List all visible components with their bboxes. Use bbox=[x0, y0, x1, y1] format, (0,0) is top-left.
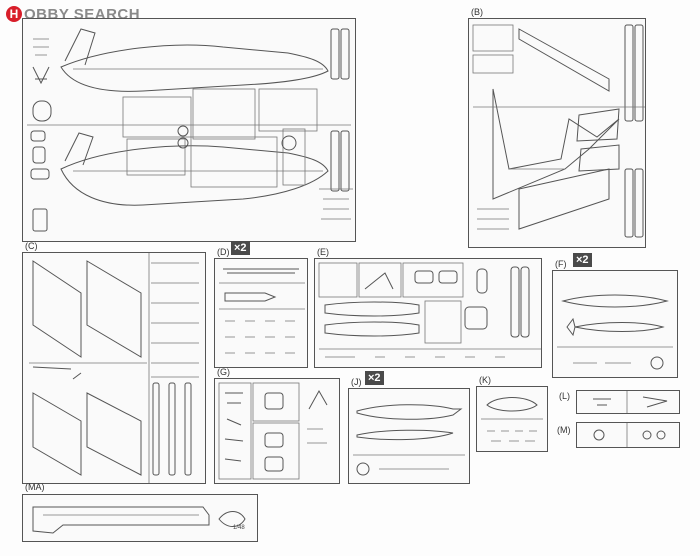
sprue-b-parts bbox=[472, 24, 645, 238]
sprue-e-frame: (E) bbox=[314, 247, 542, 368]
sprue-k-frame: (K) bbox=[476, 375, 548, 452]
sprue-m-frame: (M) bbox=[557, 422, 680, 448]
sprue-b-frame: (B) bbox=[468, 7, 646, 248]
brand-logo-letter: H bbox=[6, 6, 22, 22]
sprue-g-parts bbox=[218, 382, 328, 480]
sprue-k-label: (K) bbox=[479, 375, 491, 385]
sprue-e-label: (E) bbox=[317, 247, 329, 257]
sprue-l-label: (L) bbox=[559, 391, 570, 401]
sprue-j-frame: (J) ×2 bbox=[348, 371, 470, 484]
sprue-f-frame: (F) ×2 bbox=[552, 253, 678, 378]
sprue-e-parts bbox=[318, 262, 541, 358]
sprue-c-label: (C) bbox=[25, 241, 38, 251]
sprue-a-frame bbox=[22, 18, 356, 242]
sprue-d-multiplier: ×2 bbox=[231, 241, 250, 255]
sprue-ma-frame: (MA) 1/48 bbox=[22, 482, 258, 542]
sprue-f-parts bbox=[557, 294, 673, 370]
sprue-a-parts bbox=[27, 28, 353, 232]
sprue-f-label: (F) bbox=[555, 259, 567, 269]
sprue-ma-label: (MA) bbox=[25, 482, 45, 492]
sprue-f-multiplier: ×2 bbox=[573, 253, 592, 267]
sprue-ma-scale: 1/48 bbox=[233, 525, 245, 531]
sprue-d-frame: (D) ×2 bbox=[214, 241, 308, 368]
sprue-c-frame: (C) bbox=[22, 241, 206, 484]
sprue-ma-parts bbox=[32, 506, 246, 534]
sprue-c-parts bbox=[29, 253, 199, 483]
sprue-j-multiplier: ×2 bbox=[365, 371, 384, 385]
sprue-b-label: (B) bbox=[471, 7, 483, 17]
sprue-d-label: (D) bbox=[217, 247, 230, 257]
sprue-l-frame: (L) bbox=[559, 390, 680, 414]
sprue-j-label: (J) bbox=[351, 377, 362, 387]
sprue-l-parts bbox=[593, 391, 668, 413]
sprue-d-parts bbox=[219, 268, 305, 354]
sprue-g-label: (G) bbox=[217, 367, 230, 377]
sprue-g-frame: (G) bbox=[214, 367, 340, 484]
sprue-k-parts bbox=[481, 397, 543, 442]
sprue-m-parts bbox=[593, 423, 666, 447]
sprue-j-parts bbox=[353, 404, 465, 476]
sprue-m-label: (M) bbox=[557, 425, 571, 435]
